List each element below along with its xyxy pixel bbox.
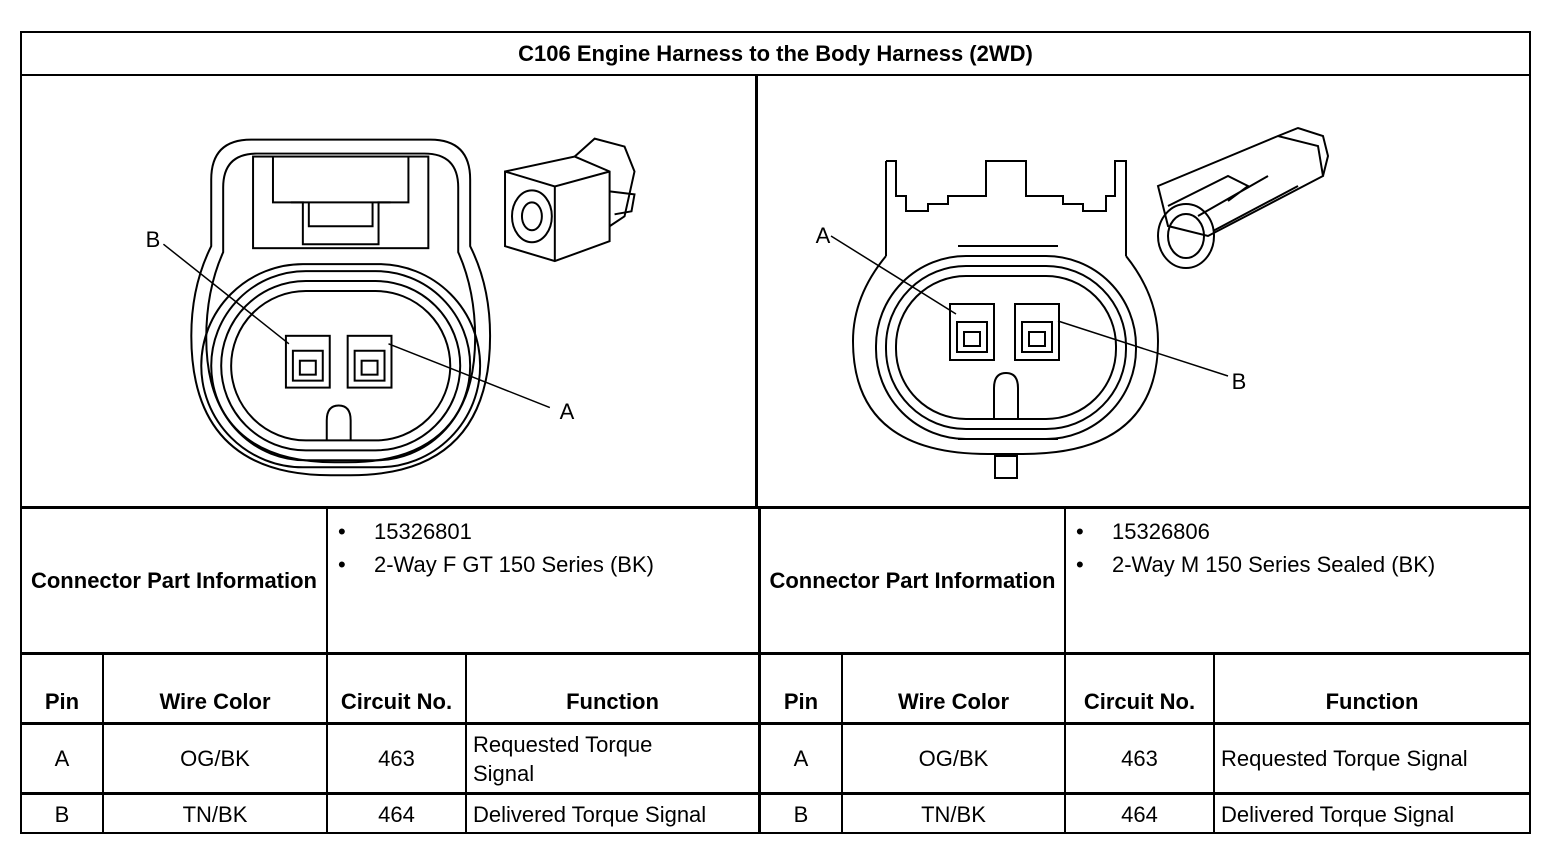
header-pin: Pin — [783, 689, 819, 714]
table-cell-function: Requested Torque Signal — [473, 731, 653, 786]
table-cell-wire-color: TN/BK — [921, 801, 986, 827]
table-cell-circuit: 463 — [378, 745, 415, 771]
table-cell-pin: A — [54, 745, 70, 771]
header-wire-color: Wire Color — [159, 689, 271, 714]
connector-frame: C106 Engine Harness to the Body Harness … — [20, 31, 1531, 834]
table-cell-wire-color: TN/BK — [182, 801, 248, 827]
table-cell-pin: B — [793, 801, 809, 827]
header-function: Function — [566, 689, 659, 714]
part-info-list: • 15326801 • 2-Way F GT 150 Series (BK) — [328, 517, 756, 579]
table-cell-wire-color: OG/BK — [180, 745, 250, 771]
rule-info-bottom — [22, 652, 1529, 655]
part-description-item: • 2-Way F GT 150 Series (BK) — [328, 550, 756, 579]
header-circuit: Circuit No. — [340, 689, 453, 714]
part-number-item: • 15326801 — [328, 517, 756, 546]
pin-label-bottom: B — [1231, 369, 1247, 394]
table-cell-circuit: 464 — [378, 801, 415, 827]
rule-row-a-bottom — [22, 792, 1529, 795]
female-connector-svg — [162, 137, 636, 477]
header-function: Function — [1325, 689, 1419, 714]
vrule — [465, 654, 467, 834]
bullet: • — [1076, 519, 1084, 544]
bullet: • — [338, 552, 346, 577]
table-cell-wire-color: OG/BK — [918, 745, 989, 771]
female-connector-drawing: B A — [22, 76, 758, 506]
vrule — [841, 654, 843, 834]
table-cell-function: Delivered Torque Signal — [1221, 802, 1455, 827]
table-cell-function: Requested Torque Signal — [1221, 746, 1468, 771]
pin-label-top: B — [145, 227, 161, 252]
header-pin: Pin — [44, 689, 80, 714]
bullet: • — [338, 519, 346, 544]
connector-part-label: Connector Part Information — [30, 568, 317, 593]
part-number: 15326801 — [374, 519, 472, 544]
pin-label-top: A — [815, 223, 831, 248]
header-circuit: Circuit No. — [1083, 689, 1196, 714]
table-cell-pin: B — [54, 801, 70, 827]
pin-label-bottom: A — [559, 399, 575, 424]
header-wire-color: Wire Color — [897, 689, 1010, 714]
vrule — [1064, 508, 1066, 834]
vrule — [326, 508, 328, 834]
part-number: 15326806 — [1112, 519, 1210, 544]
vrule — [1213, 654, 1215, 834]
bullet: • — [1076, 552, 1084, 577]
part-info-list: • 15326806 • 2-Way M 150 Series Sealed (… — [1066, 517, 1529, 579]
rule-header-bottom — [22, 722, 1529, 725]
table-cell-circuit: 463 — [1121, 745, 1158, 771]
part-number-item: • 15326806 — [1066, 517, 1529, 546]
rule-drawing-bottom — [22, 506, 1529, 509]
diagram-title: C106 Engine Harness to the Body Harness … — [22, 33, 1529, 76]
part-description: 2-Way M 150 Series Sealed (BK) — [1112, 552, 1436, 577]
male-connector-drawing: A B — [758, 76, 1531, 506]
vrule — [102, 654, 104, 834]
part-description-item: • 2-Way M 150 Series Sealed (BK) — [1066, 550, 1529, 579]
connector-part-label: Connector Part Information — [769, 568, 1056, 593]
table-cell-circuit: 464 — [1121, 801, 1158, 827]
part-description: 2-Way F GT 150 Series (BK) — [374, 552, 654, 577]
table-cell-function: Delivered Torque Signal — [473, 802, 707, 827]
male-connector-svg — [830, 126, 1330, 479]
table-cell-pin: A — [793, 745, 809, 771]
vrule-center — [758, 508, 761, 834]
